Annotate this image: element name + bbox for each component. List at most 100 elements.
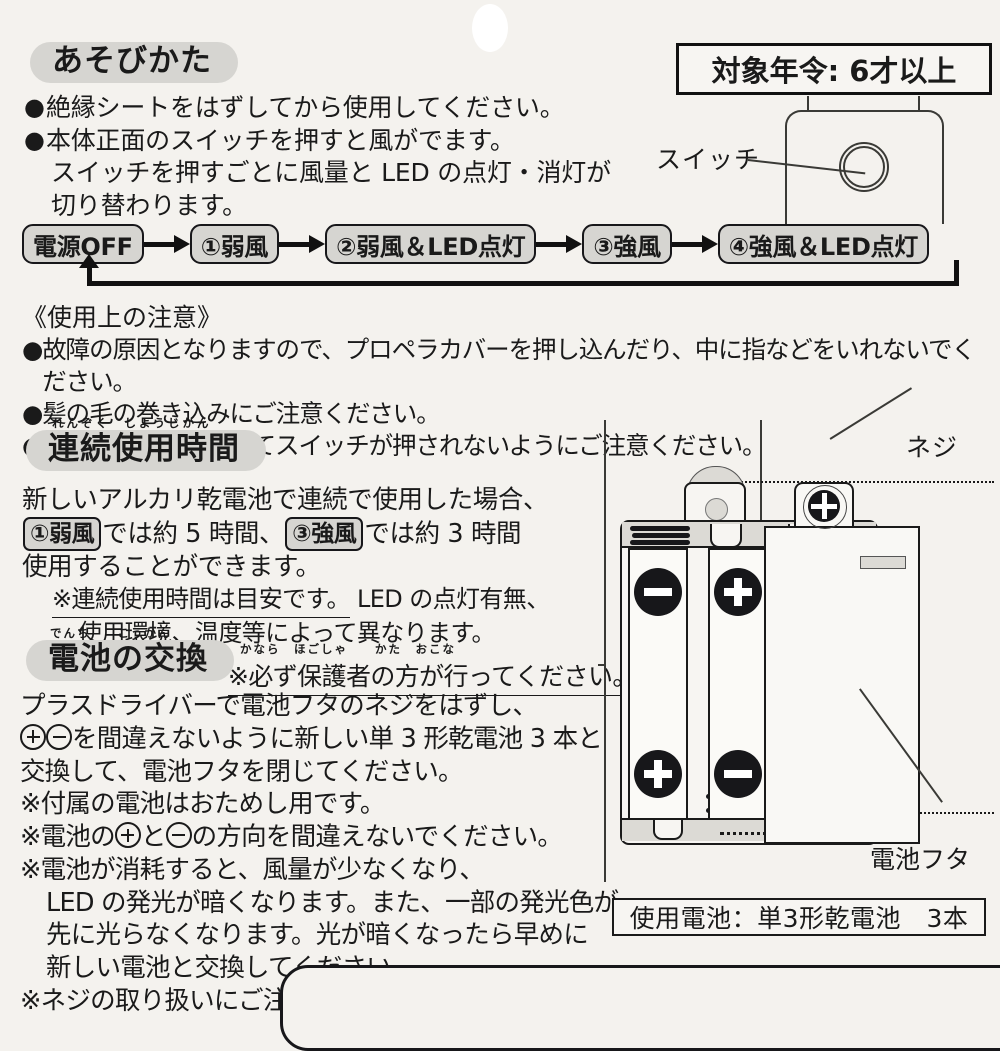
flow-arrow-icon: [536, 233, 583, 255]
flow-step-label: ①弱風: [200, 232, 269, 261]
continuous-use-note-1: ※連続使用時間は目安です。 LED の点灯有無、: [22, 584, 602, 618]
battery-change-furigana: でんち こうかん: [50, 626, 172, 640]
frame-line-mid: [760, 420, 762, 526]
loopback-vertical-right: [954, 260, 959, 286]
frame-line-left: [604, 420, 606, 882]
pill-how-to-play: あそびかた: [30, 42, 238, 83]
list-item: ● 絶縁シートをはずしてから使用してください。: [24, 92, 644, 125]
frame-tick-left: [598, 664, 606, 666]
battery-change-line-1: プラスドライバーで電池フタのネジをはずし、: [20, 691, 538, 721]
loopback-arrowhead-icon: [79, 254, 99, 268]
how-to-play-item-2-line3: 切り替わります。: [51, 190, 247, 220]
battery-lid: [764, 526, 920, 844]
mode-chip-weak: ①弱風: [23, 517, 102, 552]
minus-symbol-icon: [165, 822, 192, 849]
how-to-play-item-2: 本体正面のスイッチを押すと風がでます。: [45, 125, 515, 155]
battery-change-line-5: ※電池のとの方向を間違えないでください。: [20, 821, 600, 854]
switch-diagram: スイッチ: [650, 96, 1000, 228]
loopback-horizontal: [87, 281, 959, 286]
hang-hole: [472, 4, 508, 52]
continuous-use-note-underlined: ※連続使用時間は目安です。: [52, 584, 351, 618]
switch-inner-ring-icon: [843, 146, 885, 188]
age-recommendation-label: 対象年令: 6才以上: [711, 54, 957, 88]
battery-spec-text: 使用電池：単3形乾電池 3本: [629, 904, 969, 933]
how-to-play-item-1: 絶縁シートをはずしてから使用してください。: [45, 93, 565, 122]
continuous-use-line-1: 新しいアルカリ乾電池で連続で使用した場合、: [22, 485, 549, 515]
continuous-use-title: 連続使用時間: [48, 431, 240, 467]
battery-change-line-8: 先に光らなくなります。光が暗くなったら早めに: [46, 920, 589, 951]
flow-step-3: ③強風: [582, 224, 672, 264]
screw-label: ネジ: [906, 433, 959, 462]
battery-spec-box: 使用電池：単3形乾電池 3本: [612, 898, 986, 936]
continuous-use-mid-1: では約 5 時間、: [102, 518, 285, 549]
bullet-icon: ●: [22, 335, 43, 364]
terminal-plus-cell-1: [634, 750, 682, 798]
instruction-sheet: あそびかた ● 絶縁シートをはずしてから使用してください。 ● 本体正面のスイッ…: [20, 4, 1000, 1051]
flow-step-1: ①弱風: [189, 224, 280, 264]
bullet-icon: ●: [24, 125, 45, 154]
list-item: ● 故障の原因となりますので、プロペラカバーを押し込んだり、中に指などをいれない…: [22, 334, 987, 398]
contact-notch-1: [710, 524, 742, 548]
section-title-how-to-play: あそびかた: [30, 42, 238, 83]
lid-grip-notch: [860, 556, 906, 569]
battery-change-line-5-mid: と: [140, 822, 167, 853]
plus-symbol-icon: [114, 822, 141, 849]
bottom-card-edge: [280, 965, 1000, 1051]
lid-label: 電池フタ: [870, 845, 971, 874]
guardian-note-text: ※必ず保護者の方が行ってください。: [228, 657, 637, 696]
mode-chip-strong: ③強風: [285, 517, 364, 552]
flow-arrow-icon: [279, 233, 326, 255]
case-tab-hole: [705, 498, 728, 521]
switch-label: スイッチ: [656, 145, 761, 174]
flow-step-label: ③強風: [593, 232, 661, 261]
continuous-use-furigana: れんぞく しようじかん: [52, 416, 212, 430]
list-item: ● 髪の毛の巻き込みにご注意ください。: [22, 398, 987, 430]
list-item: ● 本体正面のスイッチを押すと風がでます。: [24, 125, 644, 158]
guardian-note-furigana: かなら ほごしゃ かた おこな: [240, 642, 456, 656]
pill-continuous-use: れんぞく しようじかん 連続使用時間: [26, 417, 266, 471]
flow-step-label: ②弱風＆LED点灯: [336, 232, 526, 261]
device-body-outline: [785, 110, 944, 224]
terminal-plus-cell-2: [714, 568, 762, 616]
flow-arrow-icon: [671, 233, 718, 255]
how-to-play-item-2-line2: スイッチを押すごとに風量と LED の点灯・消灯が: [51, 158, 611, 187]
operation-flow: 電源OFF ①弱風 ②弱風＆LED点灯 ③強風 ④強風＆LED点灯: [22, 221, 982, 267]
battery-change-line-5-text: の方向を間違えないでください。: [191, 822, 563, 853]
continuous-use-note-rest: LED の点灯有無、: [349, 585, 550, 614]
battery-change-line-6: ※電池が消耗すると、風量が少なくなり、: [20, 854, 485, 885]
flow-step-label: ④強風＆LED点灯: [728, 232, 919, 261]
screw-icon: [808, 490, 840, 522]
continuous-use-body: 新しいアルカリ乾電池で連続で使用した場合、 ①弱風 では約 5 時間、 ③強風 …: [22, 484, 602, 650]
caution-item-1: 故障の原因となりますので、プロペラカバーを押し込んだり、中に指などをいれないでく…: [42, 335, 976, 396]
battery-change-line-7: LED の発光が暗くなります。また、一部の発光色が: [46, 887, 619, 918]
switch-outer-ring-icon: [839, 142, 889, 192]
caution-header: 《使用上の注意》: [22, 303, 223, 332]
battery-change-line-2: を間違えないように新しい単 3 形乾電池 3 本と: [20, 723, 603, 756]
how-to-play-title: あそびかた: [52, 43, 212, 79]
pill-battery-change: でんち こうかん 電池の交換: [26, 627, 234, 681]
terminal-minus-cell-2: [714, 750, 762, 798]
caution-item-2: 髪の毛の巻き込みにご注意ください。: [42, 398, 440, 428]
battery-change-line-2-text: を間違えないように新しい単 3 形乾電池 3 本と: [72, 723, 603, 754]
screw-ring-icon: [803, 485, 847, 529]
battery-change-line-4: ※付属の電池はおためし用です。: [20, 789, 385, 820]
tick-mark-right: [918, 96, 920, 112]
flow-step-2: ②弱風＆LED点灯: [325, 224, 537, 264]
battery-change-guardian-note: かなら ほごしゃ かた おこな ※必ず保護者の方が行ってください。: [228, 643, 637, 696]
battery-change-line-5-prefix: ※電池の: [20, 822, 116, 853]
plus-symbol-icon: [20, 723, 46, 750]
loopback-vertical-left: [87, 266, 92, 286]
flow-loopback-arrow: [22, 254, 982, 292]
section-title-battery-change: でんち こうかん 電池の交換: [26, 627, 234, 681]
guide-line-top: [718, 481, 994, 483]
guide-line-bottom: [920, 812, 994, 814]
section-title-continuous-use: れんぞく しようじかん 連続使用時間: [26, 417, 266, 471]
continuous-use-mid-2: では約 3 時間: [364, 518, 522, 549]
continuous-use-line-2: ①弱風 では約 5 時間、 ③強風 では約 3 時間: [22, 517, 602, 552]
tick-mark-left: [807, 96, 809, 112]
flow-step-4: ④強風＆LED点灯: [717, 224, 930, 264]
battery-compartment-diagram: ネジ 電池フタ: [598, 387, 996, 890]
bullet-icon: ●: [22, 398, 43, 428]
contact-notch-3: [653, 820, 683, 840]
how-to-play-list: ● 絶縁シートをはずしてから使用してください。 ● 本体正面のスイッチを押すと風…: [24, 92, 644, 222]
